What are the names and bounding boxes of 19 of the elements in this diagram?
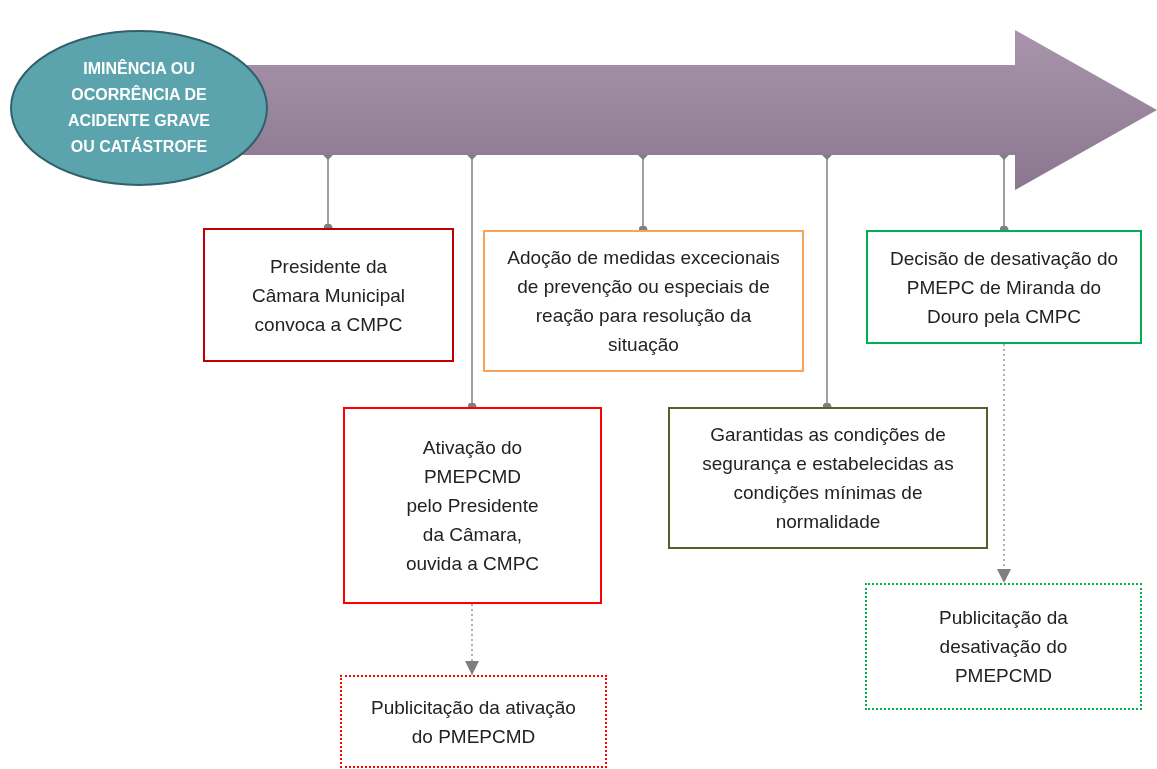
step-box xyxy=(668,407,988,549)
step-text: Presidente da Câmara Municipal convoca a CMPC xyxy=(250,254,407,337)
step-text: Decisão de desativação do PMEPC de Miranda do Douro pela CMPC xyxy=(888,246,1120,329)
step-box xyxy=(203,228,454,362)
step-box xyxy=(483,230,804,372)
step-text: Garantidas as condições de segurança e estabelecidas as condições mínimas de normalidade xyxy=(701,423,955,534)
step-text: Adoção de medidas excecionais de prevenção ou especiais de reação para resolução da situação xyxy=(506,246,781,357)
step-text: Publicitação da ativação do PMEPCMD xyxy=(370,695,577,749)
timeline-arrow xyxy=(240,30,1157,190)
publication-box xyxy=(865,583,1142,710)
step-text: Publicitação da desativação do PMEPCMD xyxy=(938,606,1069,688)
arrow xyxy=(997,343,1011,584)
step-box xyxy=(343,407,602,604)
arrow xyxy=(465,603,479,676)
publication-box xyxy=(340,675,607,768)
event-title: IMINÊNCIA OU OCORRÊNCIA DE ACIDENTE GRAVE OU CATÁSTROFE xyxy=(67,58,211,157)
step-box xyxy=(866,230,1142,344)
step-text: Ativação do PMEPCMD pelo Presidente da Câmara, ouvida a CMPC xyxy=(405,436,540,576)
event-ellipse xyxy=(10,30,268,186)
